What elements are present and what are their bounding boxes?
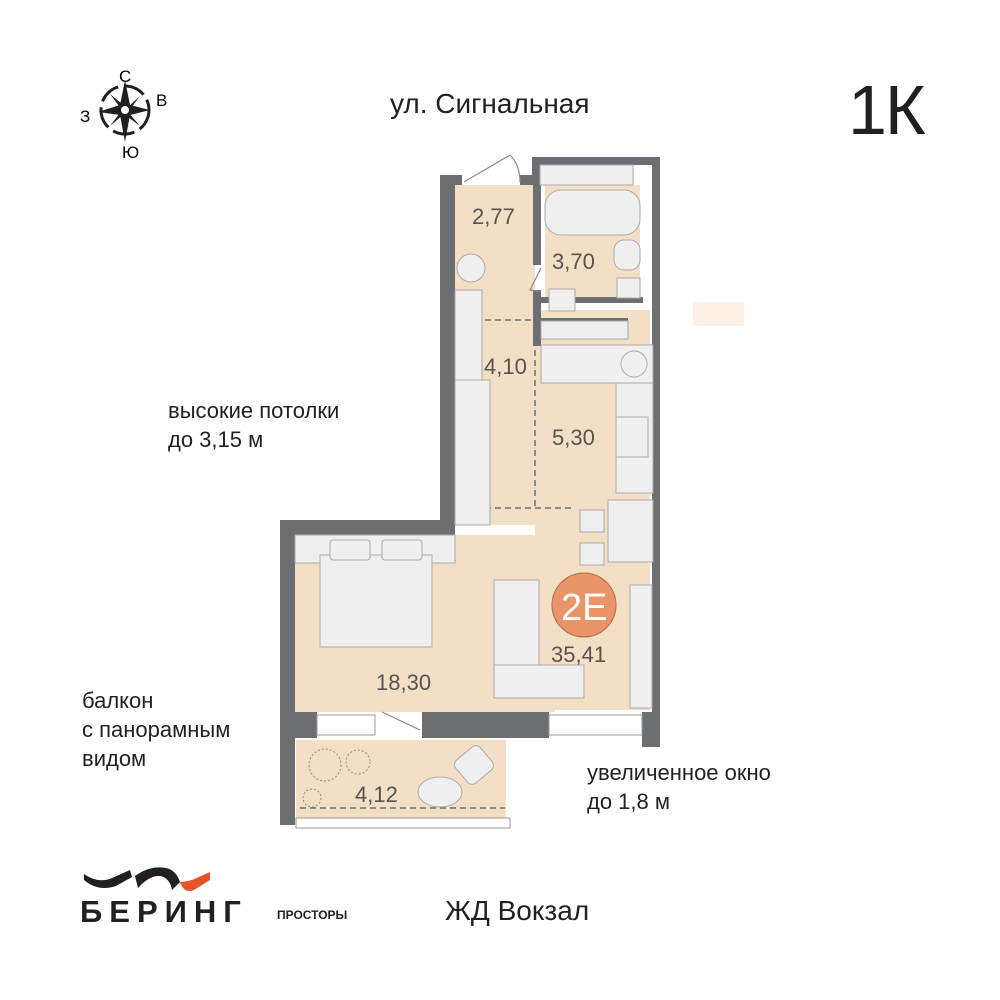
compass-south: Ю	[122, 143, 139, 162]
dining-table-icon	[607, 499, 654, 563]
pillow-icon	[329, 539, 371, 561]
area-entry: 2,77	[472, 204, 515, 229]
washer-icon	[616, 277, 641, 299]
total-area: 35,41	[551, 642, 606, 667]
compass: С В Ю З	[70, 67, 180, 170]
doors	[381, 154, 542, 731]
street-name: ул. Сигнальная	[390, 88, 590, 119]
balcony-note-line: балкон	[82, 688, 154, 713]
windows	[295, 714, 643, 829]
legend-swatch	[693, 302, 744, 326]
compass-west: З	[80, 107, 90, 126]
toilet-icon	[613, 239, 641, 271]
window-note-line: до 1,8 м	[587, 789, 671, 814]
ceiling-note-line: высокие потолки	[168, 398, 340, 423]
compass-north: С	[119, 70, 131, 86]
bathroom-door-icon	[529, 267, 542, 293]
ceiling-note: высокие потолки до 3,15 м	[168, 396, 339, 454]
window-note-line: увеличенное окно	[587, 760, 771, 785]
window-note: увеличенное окно до 1,8 м	[587, 758, 771, 816]
brand-logo: БЕРИНГ просторы	[80, 862, 380, 932]
area-kitchen: 5,30	[552, 425, 595, 450]
chair-icon	[579, 542, 605, 566]
ceiling-note-line: до 3,15 м	[168, 427, 264, 452]
wardrobe-icon	[629, 584, 653, 709]
balcony-note-line: видом	[82, 746, 147, 771]
sink-icon	[548, 288, 576, 312]
plant-icon	[302, 788, 322, 808]
entrance-door-icon	[463, 154, 521, 183]
area-living: 18,30	[376, 670, 431, 695]
bed-icon	[319, 554, 433, 648]
wardrobe-icon	[454, 289, 483, 381]
armchair-icon	[454, 745, 494, 785]
walls	[280, 157, 660, 825]
area-bathroom: 3,70	[552, 249, 595, 274]
kitchen-sink-icon	[620, 350, 648, 378]
stove-icon	[615, 416, 649, 458]
balcony-note-line: с панорамным	[82, 717, 231, 742]
chair-icon	[579, 509, 605, 533]
brand-wave-icon	[84, 867, 210, 891]
area-hall: 4,10	[484, 354, 527, 379]
plant-icon	[345, 749, 371, 775]
round-table-icon	[456, 253, 486, 283]
balcony-note: балкон с панорамным видом	[82, 686, 230, 773]
brand-name: БЕРИНГ	[80, 894, 248, 929]
compass-east: В	[156, 91, 167, 110]
brand-subtitle: просторы	[277, 908, 348, 922]
compass-rose-icon: С В Ю З	[80, 67, 167, 162]
wardrobe-icon	[454, 379, 491, 526]
balcony-door-icon	[381, 711, 421, 731]
duct-icon	[539, 164, 634, 186]
furniture	[294, 164, 654, 808]
bathtub-icon	[544, 189, 641, 236]
station-name: ЖД Вокзал	[445, 895, 590, 926]
plant-icon	[308, 748, 342, 782]
pillow-icon	[381, 539, 423, 561]
sofa-icon	[493, 664, 585, 699]
apartment-badge-label: 2Е	[561, 587, 607, 629]
area-balcony: 4,12	[355, 782, 398, 807]
balcony-table-icon	[417, 776, 463, 808]
apartment-badge	[551, 572, 617, 638]
duct-icon	[540, 320, 629, 340]
apartment-type: 1К	[848, 71, 926, 149]
